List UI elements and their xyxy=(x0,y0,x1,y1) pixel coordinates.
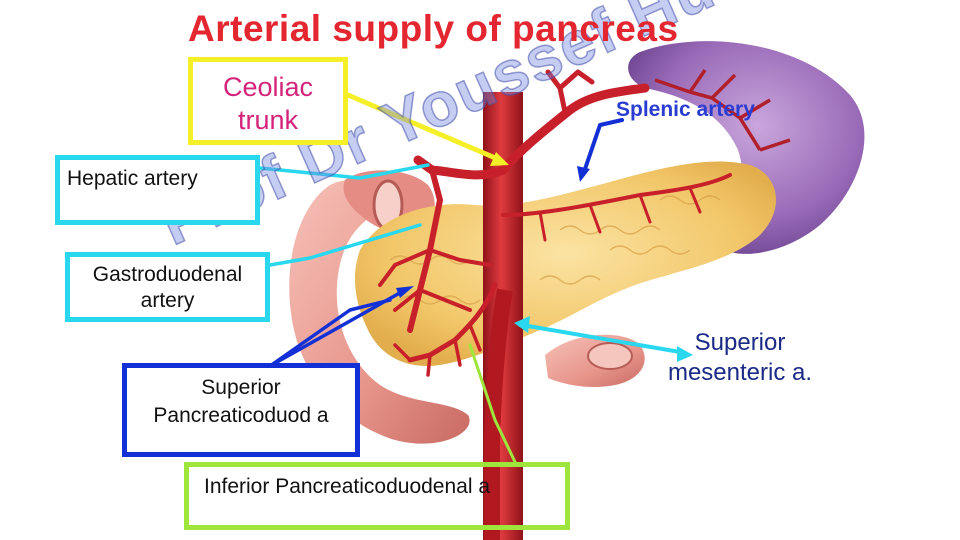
sup-pd-line1: Superior xyxy=(201,376,281,399)
splenic-artery-label: Splenic artery xyxy=(616,98,755,121)
arterial-branches xyxy=(378,69,732,377)
sup-mes-line1: Superior xyxy=(694,329,786,356)
sup-pd-line2: Pancreaticoduod a xyxy=(153,404,329,427)
inf-pd-label: Inferior Pancreaticoduodenal a xyxy=(204,475,491,498)
ceoliac-pointer xyxy=(345,92,503,163)
gastro-line2: artery xyxy=(140,289,195,312)
ceoliac-trunk-box: Ceoliac trunk xyxy=(188,57,348,145)
gastro-line1: Gastroduodenal xyxy=(92,263,243,286)
splenic-arrowhead xyxy=(577,166,590,182)
ceoliac-line2: trunk xyxy=(237,105,299,135)
pancreas xyxy=(354,161,777,366)
slide-title: Arterial supply of pancreas xyxy=(188,8,679,49)
hepatic-artery-label: Hepatic artery xyxy=(67,167,198,190)
sup-pd-arrowhead xyxy=(396,286,414,298)
sup-mes-line2: mesenteric a. xyxy=(667,359,813,386)
jejunum-lumen xyxy=(587,342,633,370)
inferior-pancreaticoduodenal-box: Inferior Pancreaticoduodenal a xyxy=(184,462,570,530)
superior-mesenteric-label: Superior mesenteric a. xyxy=(640,328,840,388)
sup-pd-pointer-2 xyxy=(268,298,392,368)
hepatic-artery-box: Hepatic artery xyxy=(55,155,260,225)
superior-mesenteric-artery-vessel xyxy=(484,288,513,540)
sup-mes-arrowhead xyxy=(514,316,530,333)
superior-pancreaticoduodenal-box: Superior Pancreaticoduod a xyxy=(122,363,360,457)
sup-mes-pointer xyxy=(526,324,682,354)
ceoliac-arrowhead xyxy=(490,152,509,166)
gastro-pointer xyxy=(268,223,422,267)
sup-mes-arrowhead-right xyxy=(677,346,693,362)
inf-pd-pointer xyxy=(468,343,517,464)
spleen-vessels xyxy=(654,69,791,152)
pointer-connectors xyxy=(258,92,693,464)
ceoliac-line1: Ceoliac xyxy=(222,72,314,102)
splenic-pointer xyxy=(582,118,624,174)
spleen xyxy=(628,41,865,254)
hepatic-pointer xyxy=(258,163,430,180)
gastroduodenal-artery-box: Gastroduodenal artery xyxy=(65,252,270,322)
